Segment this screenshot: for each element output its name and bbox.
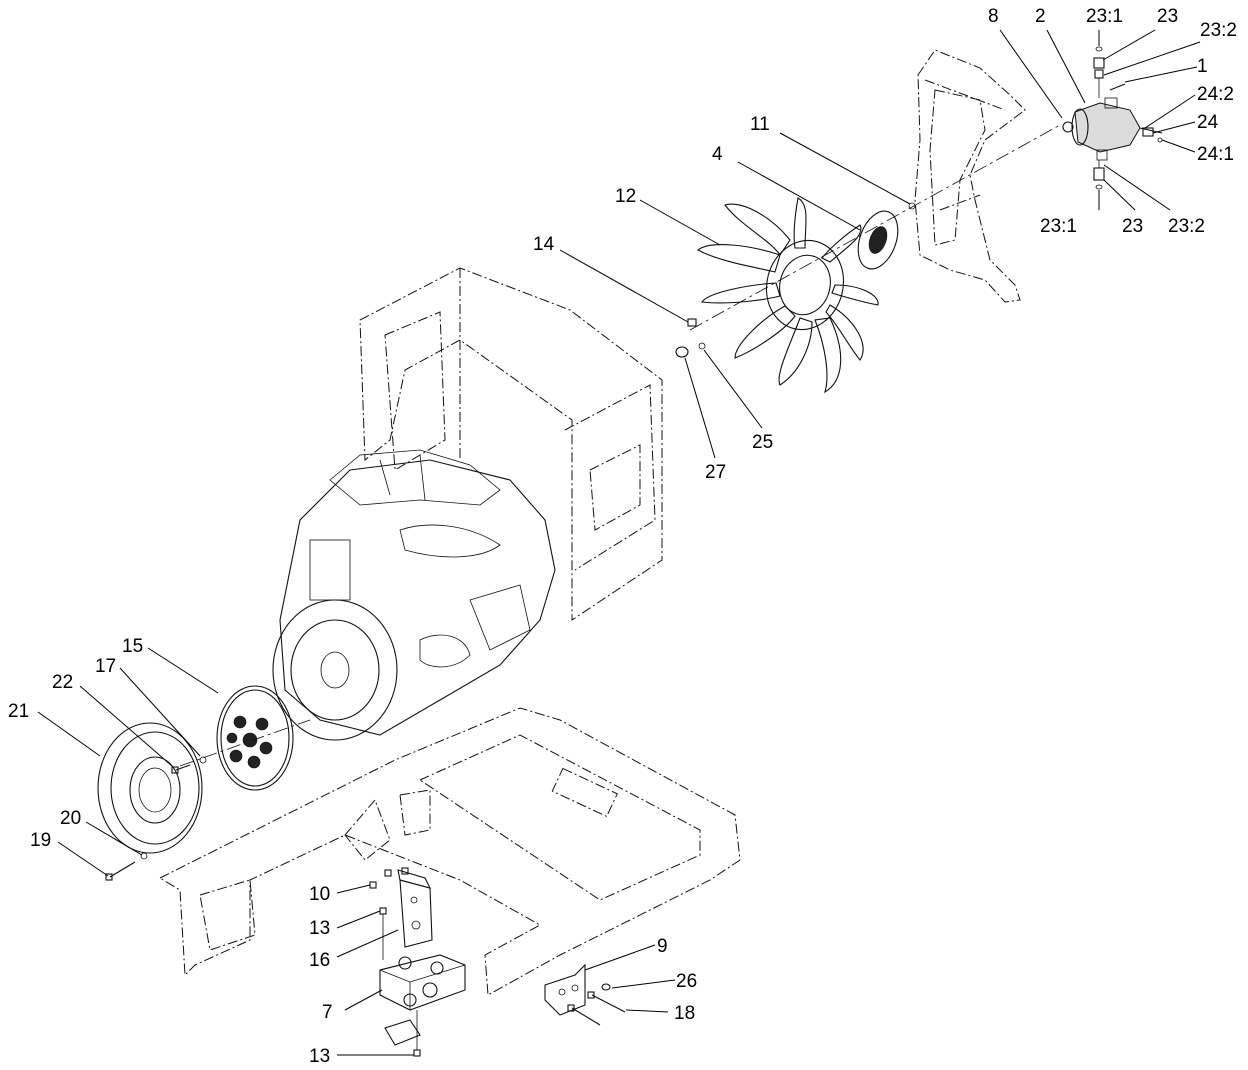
callout-20: 20 [60,808,81,829]
callout-labels: 8 2 23:1 23 23:2 1 24:2 24 24:1 23:1 23 … [8,6,1237,1067]
rear-cooling-frame [914,49,1026,303]
callout-17: 17 [95,656,116,677]
callout-2: 2 [1035,6,1046,27]
callout-16: 16 [309,950,330,971]
callout-26: 26 [676,971,697,992]
callout-14: 14 [533,234,555,255]
callout-15: 15 [122,636,143,657]
chassis-frame [158,707,741,996]
leader-lines [37,29,1201,1056]
adapter-bolts [105,756,207,881]
callout-21: 21 [8,701,29,722]
callout-11: 11 [750,114,770,135]
mount-bolts [567,983,626,1026]
callout-13-lower: 13 [309,1046,330,1067]
callout-23-bot: 23 [1122,216,1143,237]
fan-hub-plate [857,210,899,270]
pump-fittings [1093,46,1163,190]
callout-23-1-bot: 23:1 [1040,216,1077,237]
callout-24: 24 [1197,112,1219,133]
callout-8: 8 [988,6,999,27]
callout-22: 22 [52,672,73,693]
fan-center-axis [689,124,1061,331]
callout-18: 18 [674,1003,695,1024]
callout-9: 9 [657,936,668,957]
radiator-frame [359,267,663,621]
callout-12: 12 [615,186,636,207]
callout-4: 4 [712,144,723,165]
callout-25: 25 [752,432,773,453]
valve-bracket [397,869,433,948]
callout-19: 19 [30,830,51,851]
hydraulic-valve [379,954,466,1046]
callout-10: 10 [309,884,330,905]
callout-7: 7 [322,1002,333,1023]
flywheel-adapter [97,719,311,854]
callout-1: 1 [1197,56,1208,77]
callout-27: 27 [705,462,726,483]
hydraulic-pump [1062,83,1163,161]
cooling-fan [697,197,879,394]
fan-hardware [675,318,706,358]
callout-23-top: 23 [1157,6,1178,27]
mount-bracket [544,963,586,1016]
callout-23-2-bot: 23:2 [1168,216,1205,237]
callout-23-1-top: 23:1 [1086,6,1123,27]
callout-24-2: 24:2 [1197,84,1234,105]
drive-disk [216,685,294,791]
engine-assembly [272,449,556,741]
callout-24-1: 24:1 [1197,144,1234,165]
callout-23-2-top: 23:2 [1200,20,1237,41]
callout-13-upper: 13 [309,918,330,939]
nut-11 [908,202,916,210]
